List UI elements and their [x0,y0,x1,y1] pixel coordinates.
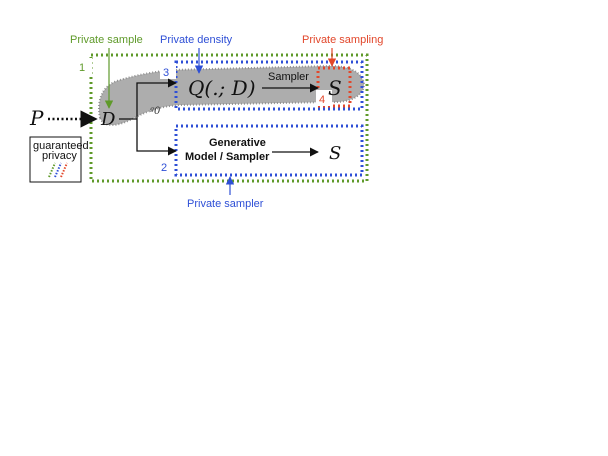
private-sampling-label: Private sampling [302,34,383,46]
mechanism-blob [98,64,366,126]
legend-blue-line [54,162,62,178]
math-D: D [100,109,116,130]
math-Q: Q(.; D) [188,76,256,100]
d-to-generative-arrow [136,119,177,156]
legend-red-line [60,162,68,178]
badge-1-bg [76,58,92,74]
badge-1: 1 [79,62,85,74]
private-sample-label: Private sample [70,34,143,46]
d-to-q-arrow [136,78,177,119]
badge-2: 2 [161,162,167,174]
generative-line1: Generative [209,137,266,149]
math-P: P [29,106,44,130]
privacy-label: privacy [42,150,77,162]
private-density-box [174,60,364,111]
badge-4-bg [316,90,332,106]
private-sampler-label: Private sampler [187,198,264,210]
badge-4: 4 [319,94,325,106]
guaranteed-privacy-box [29,136,82,183]
badge-2-bg [158,158,174,174]
sampler-label: Sampler [268,71,309,83]
mechanism-A: ᵍ0 [150,106,161,117]
guaranteed-label: guaranteed [33,140,89,152]
math-S-top: S [328,76,342,100]
private-density-label: Private density [160,34,233,46]
math-S-bottom: S [329,143,341,164]
badge-3: 3 [163,67,169,79]
badge-3-bg [160,63,176,79]
generative-line2: Model / Sampler [185,151,270,163]
legend-green-line [48,162,56,178]
